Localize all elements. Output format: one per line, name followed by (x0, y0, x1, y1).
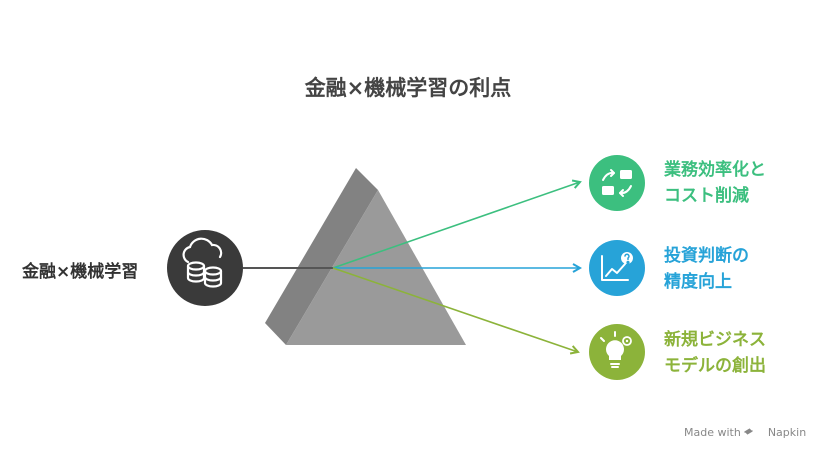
brand-name: Napkin (767, 426, 807, 439)
output-label-line: 新規ビジネス (664, 330, 766, 350)
coins-database-icon (182, 237, 223, 288)
output-node-business (589, 324, 645, 380)
page-title: 金融×機械学習の利点 (304, 76, 512, 100)
output-node-investment (589, 240, 645, 296)
lightbulb-idea-icon (600, 331, 632, 368)
output-label-investment: 投資判断の 精度向上 (664, 243, 749, 295)
output-ray-efficiency (332, 182, 580, 269)
source-label: 金融×機械学習 (22, 262, 139, 282)
analytics-question-icon (601, 252, 633, 281)
made-with-napkin[interactable]: Made with Napkin (684, 426, 806, 439)
napkin-logo-icon (744, 428, 753, 435)
output-label-line: 投資判断の (664, 246, 749, 266)
output-ray-business (332, 267, 578, 352)
output-label-line: 精度向上 (664, 272, 732, 292)
source-node (167, 230, 243, 306)
output-node-efficiency (589, 155, 645, 211)
workflow-automation-icon (602, 169, 632, 197)
output-label-efficiency: 業務効率化と コスト削減 (664, 157, 766, 209)
output-label-business: 新規ビジネス モデルの創出 (664, 327, 766, 379)
output-label-line: 業務効率化と (664, 160, 766, 180)
brand-prefix: Made with (684, 426, 741, 439)
prism-side-face (265, 168, 378, 345)
output-label-line: コスト削減 (664, 186, 749, 206)
output-label-line: モデルの創出 (664, 356, 766, 376)
